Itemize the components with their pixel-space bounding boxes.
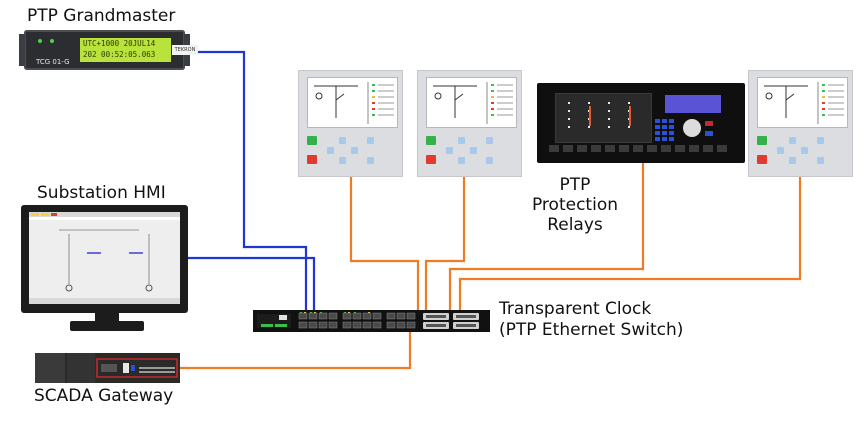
nav-right-icon[interactable] — [351, 147, 358, 154]
relays-label-line2: Protection — [531, 195, 618, 215]
gateway-modules — [35, 353, 178, 383]
grandmaster-model: TCG 01-G — [36, 58, 70, 66]
function-key[interactable] — [367, 157, 374, 164]
single-line-diagram-icon — [433, 82, 513, 124]
nav-up-icon[interactable] — [339, 137, 346, 144]
single-line-diagram-icon — [314, 82, 394, 124]
relays-label-line1: PTP — [559, 175, 591, 195]
relays-label-line3: Relays — [547, 215, 603, 235]
protection-relay-2 — [417, 70, 522, 177]
monitor-stand-base — [70, 321, 144, 331]
substation-hmi-monitor — [21, 205, 188, 313]
trip-indicator — [705, 121, 713, 126]
nav-up-icon[interactable] — [458, 137, 465, 144]
relay3-to-switch-link — [448, 163, 645, 310]
nav-left-icon[interactable] — [327, 147, 334, 154]
function-key[interactable] — [817, 157, 824, 164]
gm-to-switch-link — [185, 50, 308, 310]
single-line-diagram-icon — [764, 82, 844, 124]
hmi-screen — [29, 212, 180, 304]
close-button[interactable] — [307, 136, 317, 145]
relay-screen — [757, 77, 848, 128]
grandmaster-lcd: UTC+1000 20JUL14 202 00:52:05.063 — [80, 38, 171, 62]
nav-left-icon[interactable] — [777, 147, 784, 154]
hmi-single-line-diagram — [29, 212, 180, 304]
ptp-grandmaster-device: UTC+1000 20JUL14 202 00:52:05.063 TCG 01… — [19, 30, 198, 70]
status-led — [38, 39, 42, 43]
status-led — [50, 39, 54, 43]
function-key[interactable] — [705, 131, 713, 136]
protection-relay-3 — [537, 83, 745, 163]
relay4-to-switch-link — [458, 175, 802, 310]
hmi-to-switch-link — [188, 256, 316, 310]
tc-label-line2: (PTP Ethernet Switch) — [499, 320, 684, 340]
led-columns — [568, 102, 631, 128]
nav-right-icon[interactable] — [801, 147, 808, 154]
grandmaster-brand: TEKRON — [172, 45, 198, 55]
grandmaster-label: PTP Grandmaster — [27, 6, 176, 26]
led-panel — [555, 93, 652, 143]
function-key[interactable] — [367, 137, 374, 144]
nav-left-icon[interactable] — [446, 147, 453, 154]
trip-button[interactable] — [307, 155, 317, 164]
tc-label-line1: Transparent Clock — [499, 299, 652, 319]
function-key[interactable] — [486, 157, 493, 164]
switch-ports — [257, 312, 479, 329]
ptp-ethernet-switch — [253, 310, 490, 332]
close-button[interactable] — [757, 136, 767, 145]
nav-up-icon[interactable] — [789, 137, 796, 144]
function-key-row[interactable] — [549, 145, 739, 155]
function-key[interactable] — [486, 137, 493, 144]
nav-down-icon[interactable] — [458, 157, 465, 164]
relay-screen — [426, 77, 517, 128]
relay1-to-switch-link — [349, 175, 420, 310]
scada-to-switch-link — [180, 332, 412, 370]
relay2-to-switch-link — [424, 175, 466, 310]
scada-gateway-device — [35, 353, 180, 383]
navigation-wheel-icon[interactable] — [683, 119, 701, 137]
lcd-line2: 202 00:52:05.063 — [83, 50, 156, 59]
relays-label: PTP Protection Relays — [520, 175, 630, 235]
nav-down-icon[interactable] — [339, 157, 346, 164]
hmi-label: Substation HMI — [37, 183, 166, 203]
protection-relay-4 — [748, 70, 853, 177]
protection-relay-1 — [298, 70, 403, 177]
rack-ear-left — [19, 34, 25, 66]
scada-label: SCADA Gateway — [34, 386, 174, 406]
function-key[interactable] — [817, 137, 824, 144]
monitor-stand-neck — [95, 313, 119, 323]
relay-display — [665, 95, 721, 113]
trip-button[interactable] — [757, 155, 767, 164]
keypad[interactable] — [655, 119, 677, 141]
nav-right-icon[interactable] — [470, 147, 477, 154]
close-button[interactable] — [426, 136, 436, 145]
nav-down-icon[interactable] — [789, 157, 796, 164]
trip-button[interactable] — [426, 155, 436, 164]
lcd-line1: UTC+1000 20JUL14 — [83, 39, 156, 48]
relay-screen — [307, 77, 398, 128]
